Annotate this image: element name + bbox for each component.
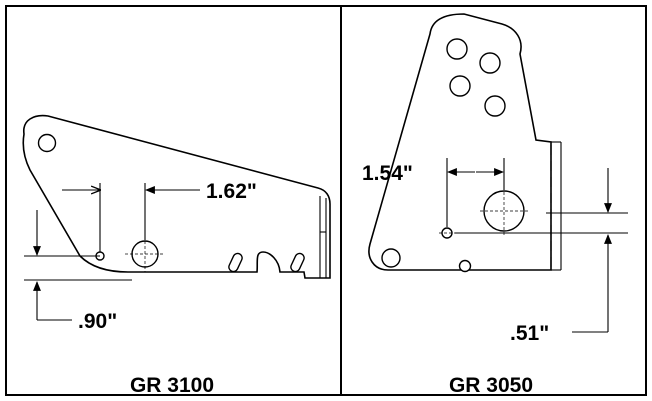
right-caption: GR 3050: [449, 374, 533, 397]
outer-frame: [5, 5, 647, 396]
right-lower-hole-small: [458, 259, 472, 273]
left-slot-1: [228, 252, 243, 273]
left-dim-horizontal-label: 1.62": [206, 180, 257, 203]
right-dim-horizontal-label: 1.54": [362, 162, 413, 185]
right-dim-vertical-label: .51": [510, 322, 549, 345]
right-lower-hole-left: [381, 248, 401, 268]
left-panel: 1.62" .90" GR 3100: [22, 114, 331, 397]
left-pivot-hole: [37, 133, 57, 153]
left-slot-2: [290, 252, 305, 273]
left-dim-vertical-label: .90": [78, 310, 117, 333]
right-panel: 1.54" .51" GR 3050: [362, 13, 628, 397]
left-bracket-outline: [22, 114, 331, 279]
right-hole-2: [479, 52, 501, 74]
right-large-hole: [483, 190, 525, 232]
left-caption: GR 3100: [130, 374, 214, 397]
right-hole-4: [484, 95, 506, 117]
right-hole-1: [446, 38, 468, 60]
right-hole-3: [449, 75, 471, 97]
